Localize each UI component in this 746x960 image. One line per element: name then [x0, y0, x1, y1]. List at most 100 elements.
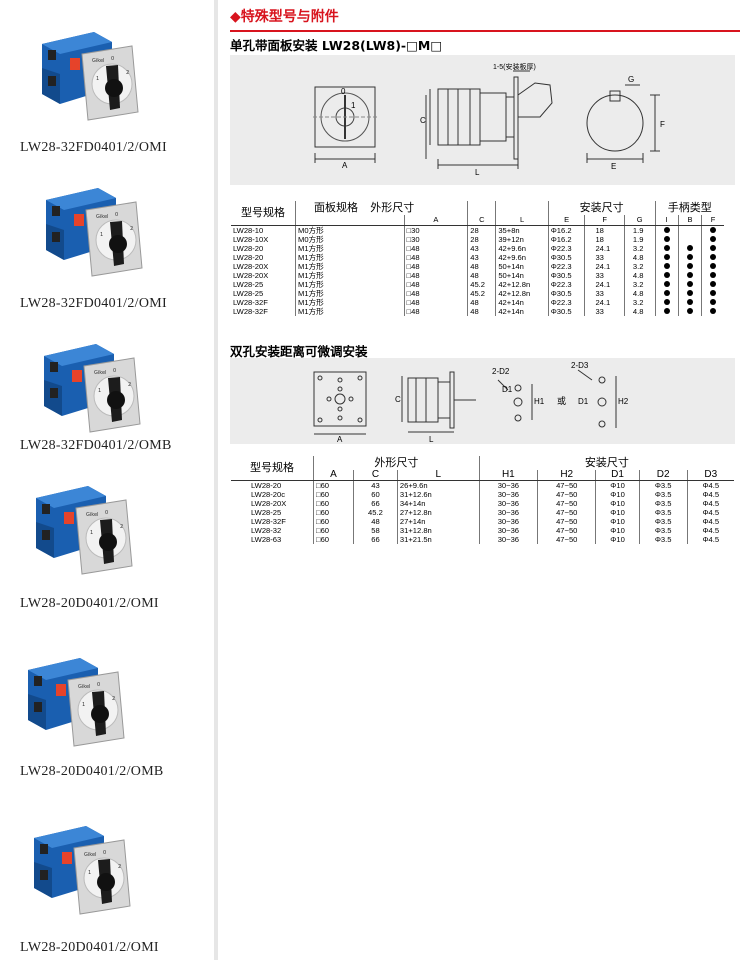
handle-available-dot — [686, 263, 693, 269]
svg-text:Gikel: Gikel — [96, 214, 108, 220]
header-model: 型号规格 — [231, 201, 296, 226]
dim-d1-label-left: D1 — [502, 385, 513, 394]
handle-available-dot — [686, 272, 693, 278]
subheader-cell: F — [701, 215, 724, 226]
product-caption: LW28-32FD0401/2/OMB — [20, 438, 172, 453]
handle-available-dot — [663, 254, 670, 260]
handle-available-dot — [710, 299, 717, 305]
single-mount-diagram: A C L E F G 0 1 1-5(安装板厚) — [230, 55, 735, 185]
svg-text:Gikel: Gikel — [78, 684, 90, 690]
handle-available-dot — [663, 290, 670, 296]
svg-text:Gikel: Gikel — [92, 58, 104, 64]
handle-available-dot — [663, 272, 670, 278]
handle-available-dot — [710, 263, 717, 269]
handle-available-dot — [686, 254, 693, 260]
svg-text:0: 0 — [103, 850, 106, 856]
column-divider — [214, 0, 218, 960]
position-zero-label: 0 — [341, 87, 346, 96]
dim-h2-label: H2 — [618, 397, 629, 406]
double-mount-title: 双孔安装距离可微调安装 — [230, 344, 368, 359]
dim-a-label: A — [337, 435, 343, 444]
svg-text:2: 2 — [118, 864, 121, 870]
position-one-label: 1 — [351, 101, 356, 110]
title-underline — [230, 30, 740, 32]
handle-available-dot — [710, 290, 717, 296]
dim-d1-label-right: D1 — [578, 397, 589, 406]
svg-text:1: 1 — [90, 530, 93, 536]
product-caption: LW28-20D0401/2/OMI — [20, 940, 159, 955]
product-caption: LW28-20D0401/2/OMB — [20, 764, 164, 779]
dim-d3-label: 2-D3 — [571, 361, 589, 370]
dim-e-label: E — [611, 162, 616, 171]
svg-text:0: 0 — [97, 682, 100, 688]
subheader-cell: E — [548, 215, 586, 226]
subheader-cell: C — [467, 215, 497, 226]
subheader-cell: L — [495, 215, 549, 226]
handle-available-dot — [663, 236, 670, 242]
header-model: 型号规格 — [231, 456, 314, 481]
subheader-cell: G — [624, 215, 656, 226]
handle-available-dot — [710, 272, 717, 278]
handle-available-dot — [686, 299, 693, 305]
handle-available-dot — [710, 245, 717, 251]
panel-cutout-view — [586, 94, 644, 152]
handle-available-dot — [686, 308, 693, 314]
svg-text:Gikel: Gikel — [86, 512, 98, 518]
plate-thickness-label: 1-5(安装板厚) — [493, 62, 536, 71]
subheader-cell: H2 — [537, 470, 597, 481]
handle-available-dot — [663, 263, 670, 269]
dim-d2-label: 2-D2 — [492, 367, 510, 376]
switch-body-side — [407, 377, 439, 423]
header-outer: 外形尺寸 — [313, 456, 480, 470]
section-title: ◆特殊型号与附件 — [230, 6, 740, 32]
svg-text:0: 0 — [111, 56, 114, 62]
switch-body-side-view — [437, 88, 481, 146]
mount-plate-front-view — [313, 371, 367, 427]
handle-available-dot — [710, 254, 717, 260]
handle-available-dot — [710, 227, 717, 233]
subheader-cell: D1 — [595, 470, 640, 481]
header-panel-outer: 面板规格 外形尺寸 — [295, 201, 469, 215]
subheader-cell: D2 — [639, 470, 688, 481]
svg-text:0: 0 — [113, 368, 116, 374]
handle-available-dot — [686, 281, 693, 287]
subheader-cell: F — [584, 215, 625, 226]
subheader-cell: H1 — [479, 470, 539, 481]
handle-available-dot — [710, 308, 717, 314]
handle-available-dot — [663, 245, 670, 251]
header-install: 安装尺寸 — [548, 201, 656, 215]
product-column — [0, 0, 214, 960]
svg-text:0: 0 — [115, 212, 118, 218]
svg-text:2: 2 — [120, 524, 123, 530]
single-mount-title: 单孔带面板安装 LW28(LW8)-□M□ — [230, 38, 443, 53]
product-caption: LW28-32FD0401/2/OMI — [20, 140, 167, 155]
svg-text:Gikel: Gikel — [84, 852, 96, 858]
double-mount-drawing: A C L 2-D2 D1 H1 或 2-D3 D1 H2 — [313, 361, 629, 444]
header-install: 安装尺寸 — [584, 457, 629, 469]
subheader-cell: D3 — [687, 470, 734, 481]
dim-h1-label: H1 — [534, 397, 545, 406]
handle-available-dot — [663, 227, 670, 233]
table-header-row: 型号规格面板规格 外形尺寸安装尺寸手柄类型 — [231, 201, 724, 226]
double-mount-diagram: A C L 2-D2 D1 H1 或 2-D3 D1 H2 — [230, 358, 735, 444]
handle-available-dot — [686, 290, 693, 296]
dim-g-label: G — [628, 75, 634, 84]
handle-available-dot — [710, 281, 717, 287]
product-caption: LW28-20D0401/2/OMI — [20, 596, 159, 611]
